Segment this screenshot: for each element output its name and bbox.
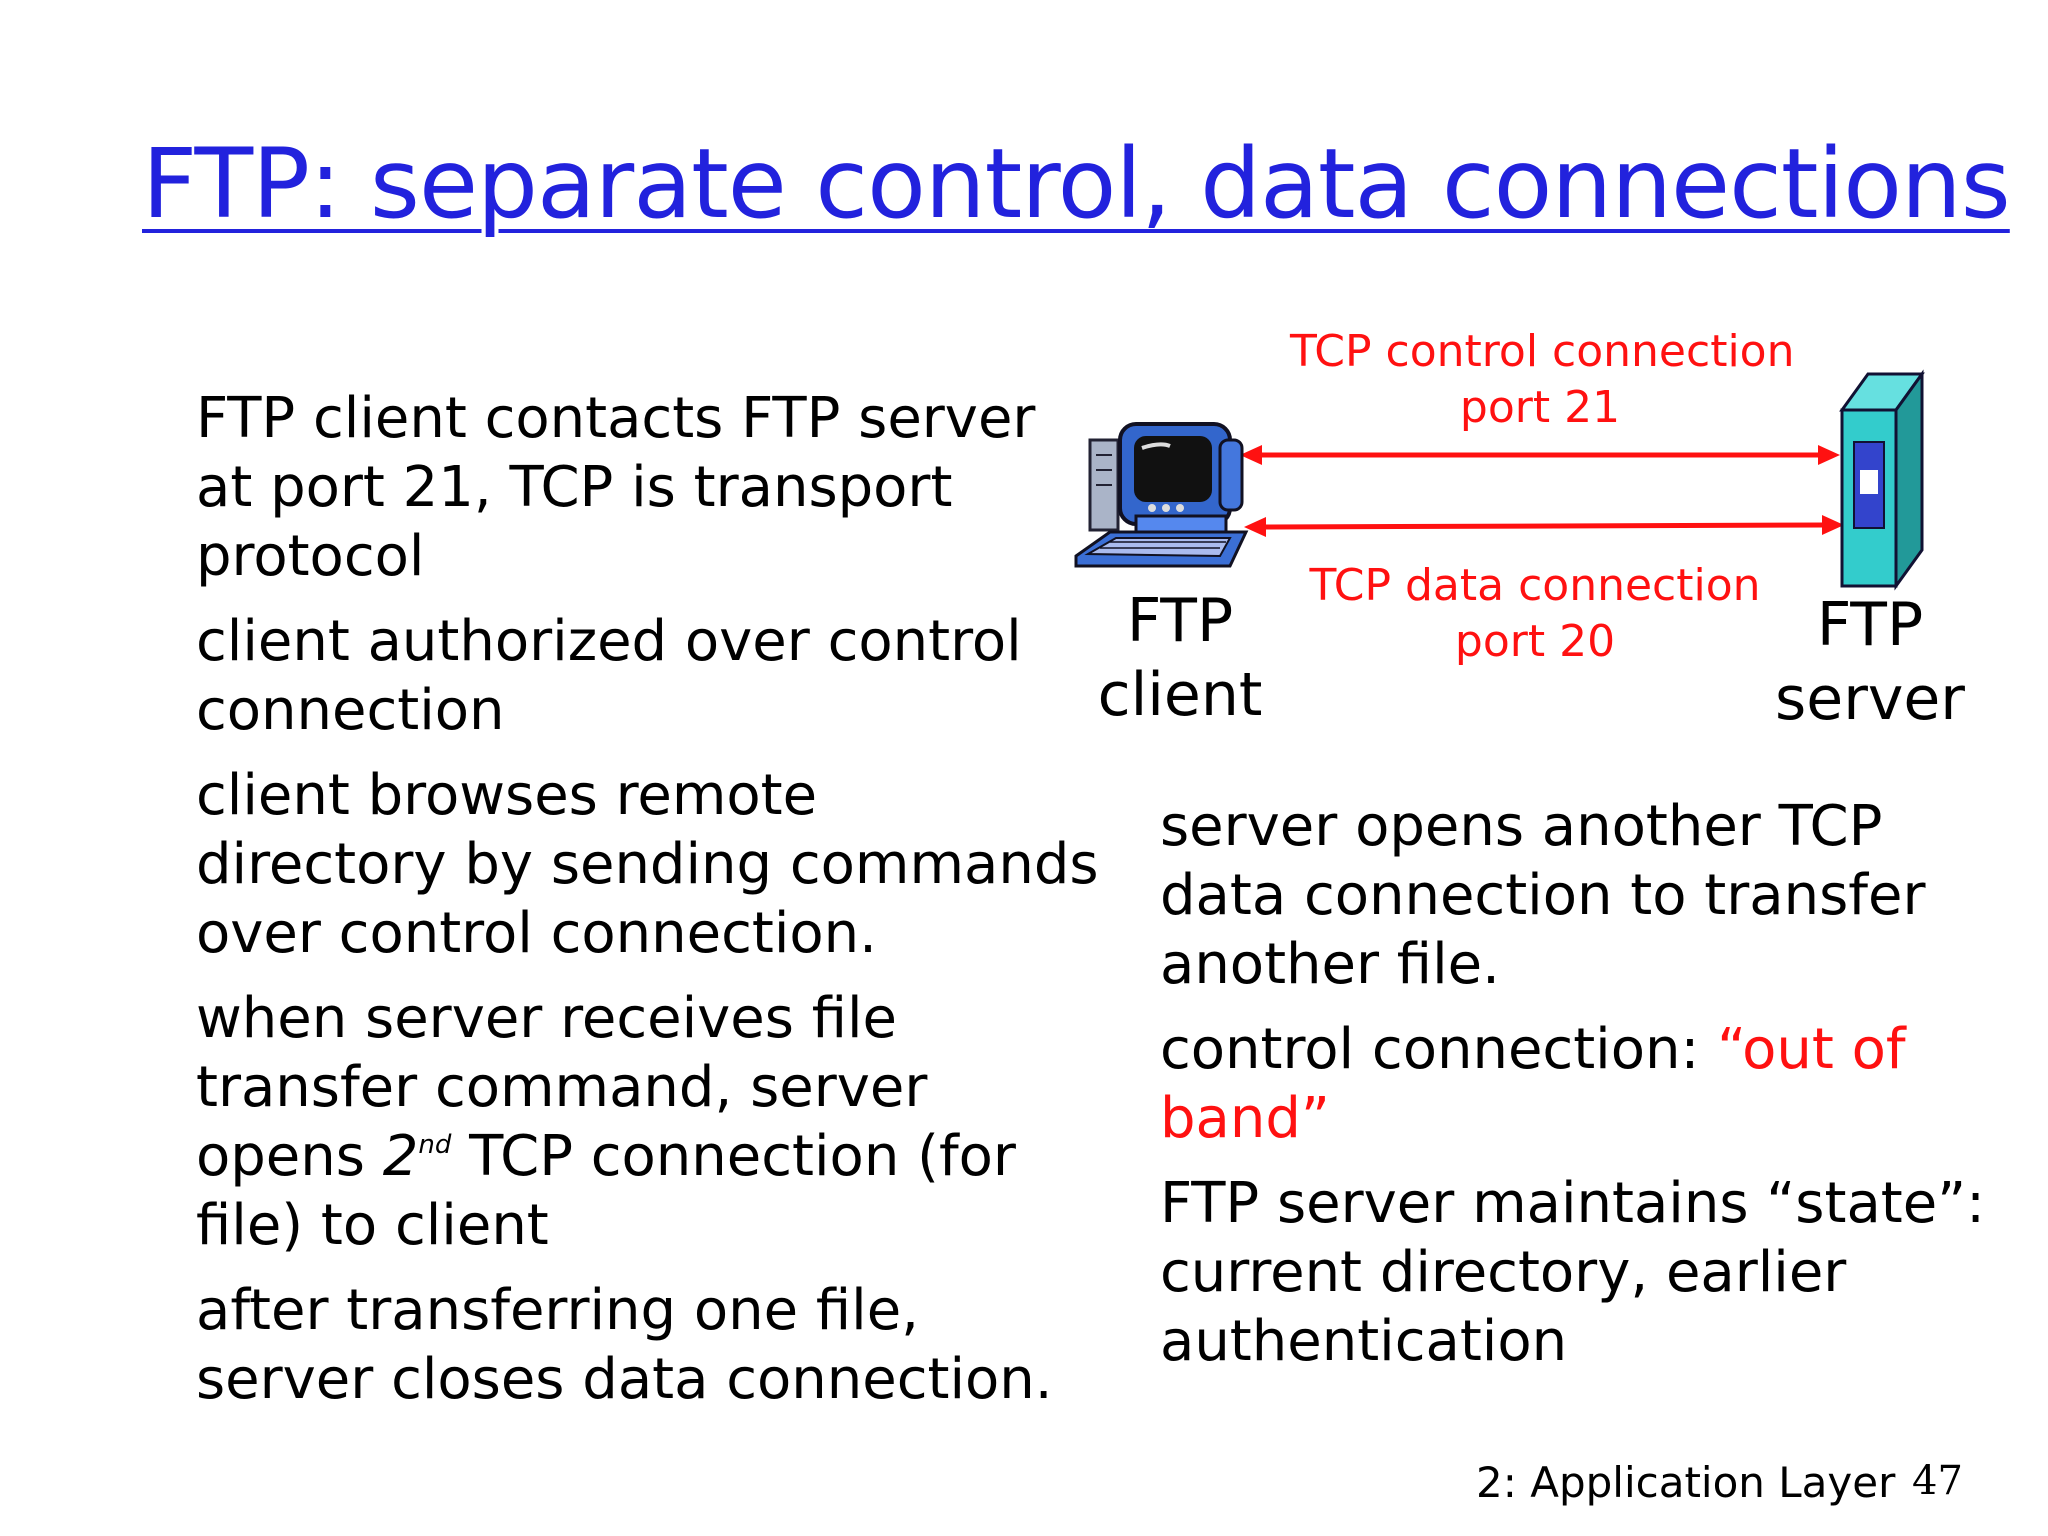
desktop-computer-icon [1074, 422, 1249, 568]
label-line: FTP [1126, 586, 1234, 656]
bullet-line: after transferring one file, [196, 1278, 919, 1343]
highlight-text: “out of [1717, 1017, 1906, 1082]
bullet-line: protocol [196, 524, 425, 589]
label-line: port 20 [1454, 616, 1616, 667]
bullet-text: opens [196, 1124, 383, 1189]
ordinal-number: 2 [382, 1124, 419, 1189]
label-line: port 21 [1459, 382, 1621, 433]
bullet-line: transfer command, server [196, 1055, 928, 1120]
highlight-text: band” [1160, 1086, 1330, 1151]
bullet-line: FTP client contacts FTP server [196, 386, 1036, 451]
bullet-text: TCP connection (for [451, 1124, 1016, 1189]
bullet-line: client browses remote [196, 763, 818, 828]
bullet-line: connection [196, 678, 505, 743]
slide-title: FTP: separate control, data connections [142, 128, 2011, 240]
bullet-line: directory by sending commands [196, 832, 1099, 897]
bullet-line: server opens another TCP [1160, 794, 1883, 859]
bullet-line: at port 21, TCP is transport [196, 455, 953, 520]
server-tower-icon [1839, 369, 1925, 591]
bullet-line: current directory, earlier [1160, 1240, 1847, 1305]
footer-section-label: 2: Application Layer [1476, 1458, 1896, 1507]
label-line: TCP control connection [1290, 326, 1795, 377]
bullet-item: client browses remote directory by sendi… [196, 761, 1099, 968]
ordinal-suffix: nd [418, 1130, 452, 1160]
bullet-line: over control connection. [196, 901, 877, 966]
bullet-item: after transferring one file, server clos… [196, 1276, 1076, 1414]
data-connection-label: TCP data connection port 20 [1300, 558, 1770, 670]
label-line: FTP [1816, 590, 1924, 660]
control-connection-label: TCP control connection port 21 [1290, 324, 1795, 436]
server-label: FTP server [1770, 588, 1970, 736]
bullet-item: FTP client contacts FTP server at port 2… [196, 384, 1076, 591]
bullet-item: server opens another TCP data connection… [1160, 792, 2020, 999]
page-number: 47 [1912, 1458, 1963, 1504]
label-line: server [1775, 664, 1965, 734]
bullet-line: FTP server maintains “state”: [1160, 1171, 1986, 1236]
bullet-line: another file. [1160, 932, 1500, 997]
bullet-item: FTP server maintains “state”: current di… [1160, 1169, 2020, 1376]
right-bullet-list: server opens another TCP data connection… [1160, 792, 2020, 1392]
bullet-line: data connection to transfer [1160, 863, 1926, 928]
bullet-line: server closes data connection. [196, 1347, 1053, 1412]
bullet-line: control connection: “out of [1160, 1015, 2020, 1084]
bullet-item: client authorized over control connectio… [196, 607, 1076, 745]
bullet-line: authentication [1160, 1309, 1568, 1374]
client-label: FTP client [1080, 584, 1280, 732]
label-line: client [1097, 660, 1263, 730]
bullet-line: opens 2nd TCP connection (for [196, 1122, 1076, 1191]
bullet-text: control connection: [1160, 1017, 1718, 1082]
bullet-item: control connection: “out of band” [1160, 1015, 2020, 1153]
control-connection-arrow [1240, 445, 1840, 465]
left-bullet-list: FTP client contacts FTP server at port 2… [196, 384, 1099, 1430]
label-line: TCP data connection [1309, 560, 1761, 611]
bullet-line: client authorized over control [196, 609, 1022, 674]
data-connection-arrow [1244, 515, 1844, 537]
bullet-line: file) to client [196, 1193, 549, 1258]
bullet-item: when server receives file transfer comma… [196, 984, 1076, 1260]
bullet-line: when server receives file [196, 986, 898, 1051]
